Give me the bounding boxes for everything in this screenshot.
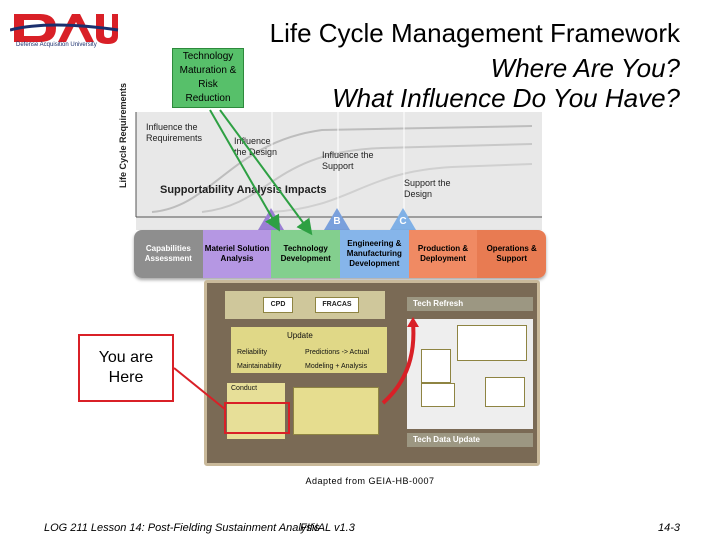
phase-bar: Capabilities Assessment Materiel Solutio… [134,230,546,278]
phase-materiel-solution-analysis: Materiel Solution Analysis [202,230,272,278]
milestone-a: A [258,208,284,230]
phase-operations-support: Operations & Support [477,230,546,278]
phase-technology-development: Technology Development [271,230,341,278]
milestone-c-label: C [399,216,407,227]
conduct-label: Conduct [231,385,258,392]
red-flow-arrow [381,317,419,405]
tech-refresh-label: Tech Refresh [413,299,464,308]
technology-maturation-box: Technology Maturation & Risk Reduction [172,48,244,108]
label-influence-design: Influence the Design [234,136,278,157]
footer-course: LOG 211 Lesson 14: Post-Fielding Sustain… [44,522,320,534]
tech-data-update-label: Tech Data Update [413,435,480,444]
logo-subtitle: Defense Acquisition University [16,42,97,48]
phase-production-deployment: Production & Deployment [408,230,478,278]
milestone-a-label: A [267,216,275,227]
label-support-design: Support the Design [404,178,451,199]
phase-capabilities-assessment: Capabilities Assessment [134,230,203,278]
slide-title: Life Cycle Management Framework [269,18,680,48]
slide-subtitle-2: What Influence Do You Have? [332,83,680,113]
tech-refresh-doc-1 [457,325,527,361]
reliability-label: Reliability [237,349,267,356]
tech-refresh-doc-3 [421,383,455,407]
source-note: Adapted from GEIA-HB-0007 [305,476,435,486]
fracas-box: FRACAS [315,297,359,313]
here-line-1: You are [98,349,154,366]
tech-refresh-doc-2 [421,349,451,383]
milestone-b-label: B [333,216,341,227]
predictions-label: Predictions -> Actual [305,349,370,356]
here-line-2: Here [108,369,144,386]
maintainability-label: Maintainability [237,363,282,370]
analysis-panel [293,387,379,435]
tech-refresh-bar [407,297,533,311]
label-supportability: Supportability Analysis Impacts [160,184,327,196]
dau-logo [9,8,120,58]
here-connector [174,367,227,411]
conduct-panel [227,383,285,439]
label-influence-support: Influence the Support [322,150,374,171]
cpd-box: CPD [263,297,293,313]
footer-version: FINAL v1.3 [300,522,355,534]
phase-emd: Engineering & Manufacturing Development [340,230,409,278]
modeling-label: Modeling + Analysis [305,363,368,370]
cpd-fracas-panel [225,291,385,319]
update-panel [231,327,387,373]
tech-data-update-bar [407,433,533,447]
here-highlight-box [224,402,290,434]
tech-refresh-doc-4 [485,377,525,407]
update-label: Update [287,331,313,340]
process-diagram: CPD FRACAS Tech Refresh Update Reliabili… [204,280,540,466]
footer-page-number: 14-3 [657,522,680,534]
slide-subtitle-1: Where Are You? [490,53,680,83]
milestone-c: C [390,208,416,230]
label-influence-requirements: Influence the Requirements [146,122,203,143]
milestone-b: B [324,208,350,230]
you-are-here-callout: You are Here [78,334,174,402]
